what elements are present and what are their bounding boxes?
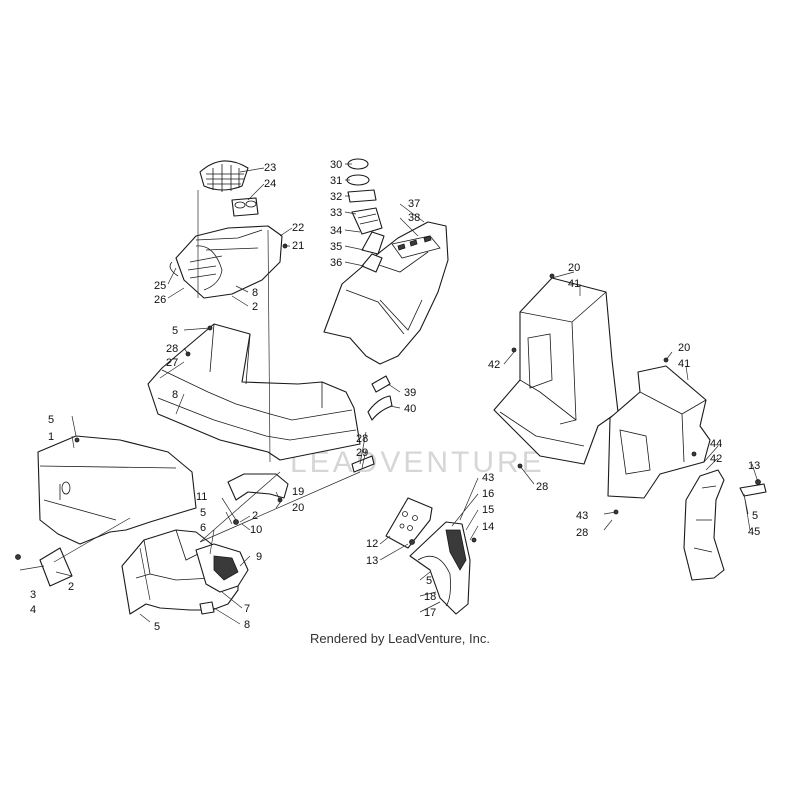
- callout-28: 28: [356, 433, 368, 445]
- callout-9: 9: [256, 551, 262, 563]
- callout-30: 30: [330, 159, 342, 171]
- callout-38: 38: [408, 212, 420, 224]
- callout-24: 24: [264, 178, 276, 190]
- callout-1: 1: [48, 431, 54, 443]
- rear-mudflap: [683, 469, 767, 581]
- callout-31: 31: [330, 175, 342, 187]
- callout-14: 14: [482, 521, 494, 533]
- callout-44: 44: [710, 438, 722, 450]
- cup-holder: [231, 197, 259, 217]
- callout-5: 5: [172, 325, 178, 337]
- callout-19: 19: [292, 486, 304, 498]
- callout-26: 26: [154, 294, 166, 306]
- callout-5: 5: [426, 575, 432, 587]
- callout-13: 13: [748, 460, 760, 472]
- callout-42: 42: [488, 359, 500, 371]
- callout-45: 45: [748, 526, 760, 538]
- footwell-mat: [195, 543, 249, 593]
- callout-2: 2: [252, 301, 258, 313]
- callout-41: 41: [678, 358, 690, 370]
- callout-8: 8: [252, 287, 258, 299]
- upper-console: [169, 225, 283, 299]
- callout-5: 5: [48, 414, 54, 426]
- callout-20: 20: [568, 262, 580, 274]
- callout-23: 23: [264, 162, 276, 174]
- callout-labels: 23 24 22 21 25 26 8 2 5 28 27 8 30 31 32…: [30, 159, 760, 633]
- callout-11: 11: [196, 491, 207, 503]
- callout-20: 20: [292, 502, 304, 514]
- callout-29: 29: [356, 447, 368, 459]
- callout-5: 5: [200, 507, 206, 519]
- callout-8: 8: [244, 619, 250, 631]
- front-fender-flare: [409, 521, 471, 615]
- callout-2: 2: [252, 510, 258, 522]
- callout-6: 6: [200, 522, 206, 534]
- center-console: [323, 221, 449, 365]
- callout-7: 7: [244, 603, 250, 615]
- callout-34: 34: [330, 225, 342, 237]
- callout-12: 12: [366, 538, 378, 550]
- callout-21: 21: [292, 240, 304, 252]
- callout-5: 5: [154, 621, 160, 633]
- callout-13: 13: [366, 555, 378, 567]
- callout-37: 37: [408, 198, 420, 210]
- callout-4: 4: [30, 604, 36, 616]
- callout-28: 28: [166, 343, 178, 355]
- render-credit: Rendered by LeadVenture, Inc.: [310, 631, 490, 646]
- callout-43: 43: [576, 510, 588, 522]
- callout-41: 41: [568, 278, 580, 290]
- callout-25: 25: [154, 280, 166, 292]
- callout-35: 35: [330, 241, 342, 253]
- mount-bracket: [385, 497, 433, 549]
- callout-42: 42: [710, 453, 722, 465]
- callout-17: 17: [424, 607, 436, 619]
- callout-16: 16: [482, 488, 494, 500]
- callout-10: 10: [250, 524, 262, 536]
- callout-43: 43: [482, 472, 494, 484]
- callout-15: 15: [482, 504, 494, 516]
- right-side-panel: [607, 365, 711, 499]
- callout-33: 33: [330, 207, 342, 219]
- leader-lines: [19, 163, 759, 625]
- front-firewall: [37, 435, 197, 545]
- callout-5: 5: [752, 510, 758, 522]
- floor-tray: [147, 323, 361, 461]
- callout-28: 28: [576, 527, 588, 539]
- callout-36: 36: [330, 257, 342, 269]
- callout-18: 18: [424, 591, 436, 603]
- grille-cover: [199, 160, 249, 192]
- callout-8: 8: [172, 389, 178, 401]
- callout-20: 20: [678, 342, 690, 354]
- left-side-panel: [493, 277, 619, 465]
- shift-boot-stack: [346, 158, 385, 273]
- watermark-text: LEADVENTURE: [290, 446, 545, 479]
- callout-39: 39: [404, 387, 416, 399]
- callout-32: 32: [330, 191, 342, 203]
- callout-22: 22: [292, 222, 304, 234]
- callout-2: 2: [68, 581, 74, 593]
- fender-brace: [227, 473, 289, 501]
- callout-28: 28: [536, 481, 548, 493]
- callout-27: 27: [166, 357, 178, 369]
- callout-3: 3: [30, 589, 36, 601]
- callout-40: 40: [404, 403, 416, 415]
